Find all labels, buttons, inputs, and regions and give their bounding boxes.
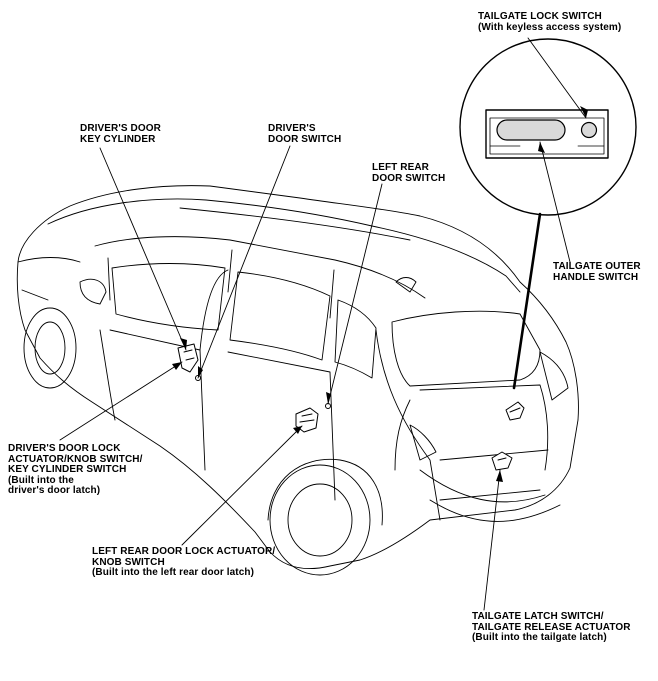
label-drivers-door-key-cylinder: DRIVER'S DOOR KEY CYLINDER: [80, 123, 161, 145]
label-tailgate-outer-handle-switch: TAILGATE OUTER HANDLE SWITCH: [553, 261, 641, 283]
label-drivers-door-switch: DRIVER'S DOOR SWITCH: [268, 123, 342, 145]
component-tailgate-handle: [505, 401, 525, 421]
leader-lines: [59, 37, 587, 611]
label-tailgate-latch-switch: TAILGATE LATCH SWITCH/ TAILGATE RELEASE …: [472, 611, 631, 643]
label-tailgate-lock-switch: TAILGATE LOCK SWITCH (With keyless acces…: [478, 11, 622, 33]
outer-handle-switch-pad: [496, 119, 566, 141]
component-tailgate-latch: [491, 451, 513, 471]
label-drivers-door-lock-actuator: DRIVER'S DOOR LOCK ACTUATOR/KNOB SWITCH/…: [8, 443, 143, 496]
label-left-rear-door-lock-actuator: LEFT REAR DOOR LOCK ACTUATOR/ KNOB SWITC…: [92, 546, 276, 578]
tailgate-lock-switch-inset: [459, 38, 637, 390]
arrowheads: [172, 106, 588, 482]
lock-switch-button: [580, 121, 598, 139]
label-left-rear-door-switch: LEFT REAR DOOR SWITCH: [372, 162, 446, 184]
component-driver-latch: [177, 343, 201, 381]
component-rear-latch: [295, 403, 331, 433]
vehicle-body: [16, 185, 579, 576]
